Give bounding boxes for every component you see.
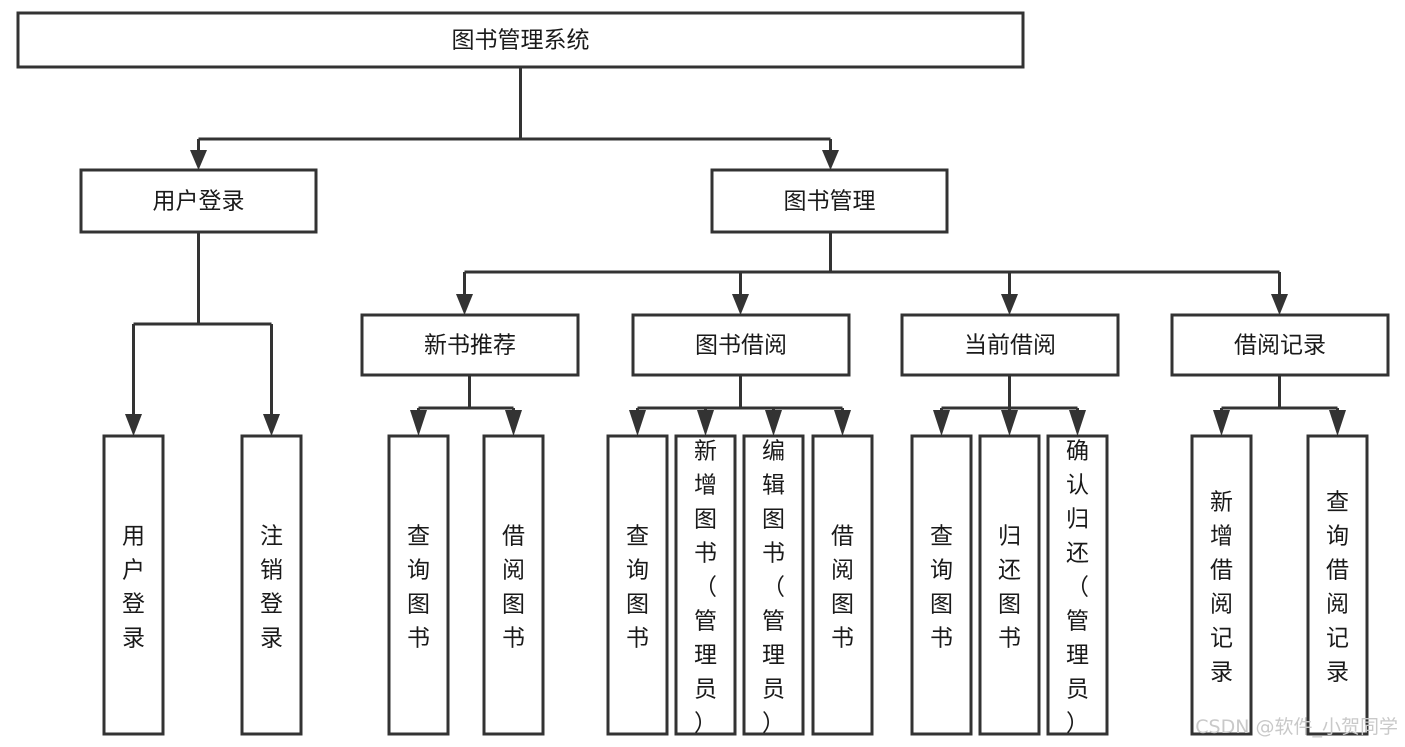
arrow-head-book-manage [822, 150, 839, 170]
arrow-head-leaf-edit-book [765, 410, 782, 436]
arrow-head-current-borrow [1001, 294, 1018, 315]
node-leaf-confirm-return-box[interactable] [1046, 434, 1109, 736]
arrow-head-leaf-query-record [1329, 410, 1346, 436]
arrow-head-book-borrow [732, 294, 749, 315]
node-book-manage-label: 图书管理 [784, 189, 876, 215]
node-leaf-add-record-label: 新增借阅记录 [1210, 490, 1233, 686]
node-leaf-user-logout-label: 注销登录 [260, 524, 283, 652]
node-leaf-query-book-1-box[interactable] [387, 434, 450, 736]
node-leaf-query-book-2-box[interactable] [606, 434, 669, 736]
node-root[interactable]: 图书管理系统 [16, 11, 1025, 69]
node-book-manage-box[interactable] [710, 168, 949, 234]
arrow-head-leaf-borrow-book-2 [834, 410, 851, 436]
node-leaf-user-logout[interactable]: 注销登录 [240, 434, 303, 736]
arrow-head-leaf-add-record [1213, 410, 1230, 436]
node-book-manage[interactable]: 图书管理 [710, 168, 949, 234]
node-leaf-edit-book-box[interactable] [742, 434, 805, 736]
node-leaf-return-book-box[interactable] [978, 434, 1041, 736]
arrow-head-new-book-rec [456, 294, 473, 315]
arrow-head-borrow-record [1271, 294, 1288, 315]
node-leaf-query-book-1-label: 查询图书 [407, 524, 430, 652]
node-leaf-query-book-2[interactable]: 查询图书 [606, 434, 669, 736]
node-leaf-borrow-book-2-box[interactable] [811, 434, 874, 736]
node-leaf-return-book[interactable]: 归还图书 [978, 434, 1041, 736]
node-borrow-record-box[interactable] [1170, 313, 1390, 377]
node-leaf-query-book-3-box[interactable] [910, 434, 973, 736]
arrow-head-leaf-return-book [1001, 410, 1018, 436]
arrow-head-leaf-query-book-3 [933, 410, 950, 436]
node-new-book-rec-box[interactable] [360, 313, 580, 377]
node-leaf-borrow-book-1-label: 借阅图书 [502, 524, 525, 652]
node-user-login-box[interactable] [79, 168, 318, 234]
node-leaf-query-book-3-label: 查询图书 [930, 524, 953, 652]
node-root-label: 图书管理系统 [452, 28, 590, 54]
arrow-head-leaf-user-logout [263, 414, 280, 436]
arrow-head-leaf-user-login [125, 414, 142, 436]
node-leaf-query-book-2-label: 查询图书 [626, 524, 649, 652]
node-leaf-add-book[interactable]: 新增图书（管理员） [674, 434, 737, 737]
node-leaf-borrow-book-1-box[interactable] [482, 434, 545, 736]
edge-layer [125, 67, 1346, 436]
node-leaf-user-login-box[interactable] [102, 434, 165, 736]
node-leaf-add-book-box[interactable] [674, 434, 737, 736]
node-leaf-edit-book[interactable]: 编辑图书（管理员） [742, 434, 805, 737]
node-leaf-query-record[interactable]: 查询借阅记录 [1306, 434, 1369, 736]
node-borrow-record[interactable]: 借阅记录 [1170, 313, 1390, 377]
node-leaf-query-book-1[interactable]: 查询图书 [387, 434, 450, 736]
node-leaf-borrow-book-2[interactable]: 借阅图书 [811, 434, 874, 736]
arrow-head-leaf-add-book [697, 410, 714, 436]
node-root-box[interactable] [16, 11, 1025, 69]
arrow-head-leaf-confirm-return [1069, 410, 1086, 436]
arrow-head-leaf-borrow-book-1 [505, 410, 522, 436]
node-leaf-query-record-label: 查询借阅记录 [1326, 490, 1349, 686]
node-leaf-user-login-label: 用户登录 [122, 524, 145, 652]
node-leaf-add-book-label: 新增图书（管理员） [694, 439, 717, 737]
node-leaf-user-logout-box[interactable] [240, 434, 303, 736]
csdn-watermark: CSDN @软件_小贺同学 [1195, 716, 1398, 738]
node-leaf-add-record[interactable]: 新增借阅记录 [1190, 434, 1253, 736]
node-book-borrow[interactable]: 图书借阅 [631, 313, 851, 377]
arrow-head-leaf-query-book-1 [410, 410, 427, 436]
node-user-login[interactable]: 用户登录 [79, 168, 318, 234]
node-leaf-confirm-return-label: 确认归还（管理员） [1066, 439, 1089, 737]
node-current-borrow-box[interactable] [900, 313, 1120, 377]
node-leaf-borrow-book-2-label: 借阅图书 [831, 524, 854, 652]
node-user-login-label: 用户登录 [153, 189, 245, 215]
arrow-head-user-login [190, 150, 207, 170]
node-leaf-edit-book-label: 编辑图书（管理员） [762, 439, 785, 737]
node-leaf-confirm-return[interactable]: 确认归还（管理员） [1046, 434, 1109, 737]
arrow-head-leaf-query-book-2 [629, 410, 646, 436]
node-current-borrow-label: 当前借阅 [964, 333, 1056, 359]
node-new-book-rec[interactable]: 新书推荐 [360, 313, 580, 377]
node-leaf-query-record-box[interactable] [1306, 434, 1369, 736]
node-leaf-borrow-book-1[interactable]: 借阅图书 [482, 434, 545, 736]
node-book-borrow-label: 图书借阅 [695, 333, 787, 359]
node-new-book-rec-label: 新书推荐 [424, 333, 516, 359]
node-current-borrow[interactable]: 当前借阅 [900, 313, 1120, 377]
node-leaf-user-login[interactable]: 用户登录 [102, 434, 165, 736]
node-borrow-record-label: 借阅记录 [1234, 333, 1326, 359]
node-leaf-add-record-box[interactable] [1190, 434, 1253, 736]
node-book-borrow-box[interactable] [631, 313, 851, 377]
node-leaf-return-book-label: 归还图书 [998, 524, 1021, 652]
node-leaf-query-book-3[interactable]: 查询图书 [910, 434, 973, 736]
